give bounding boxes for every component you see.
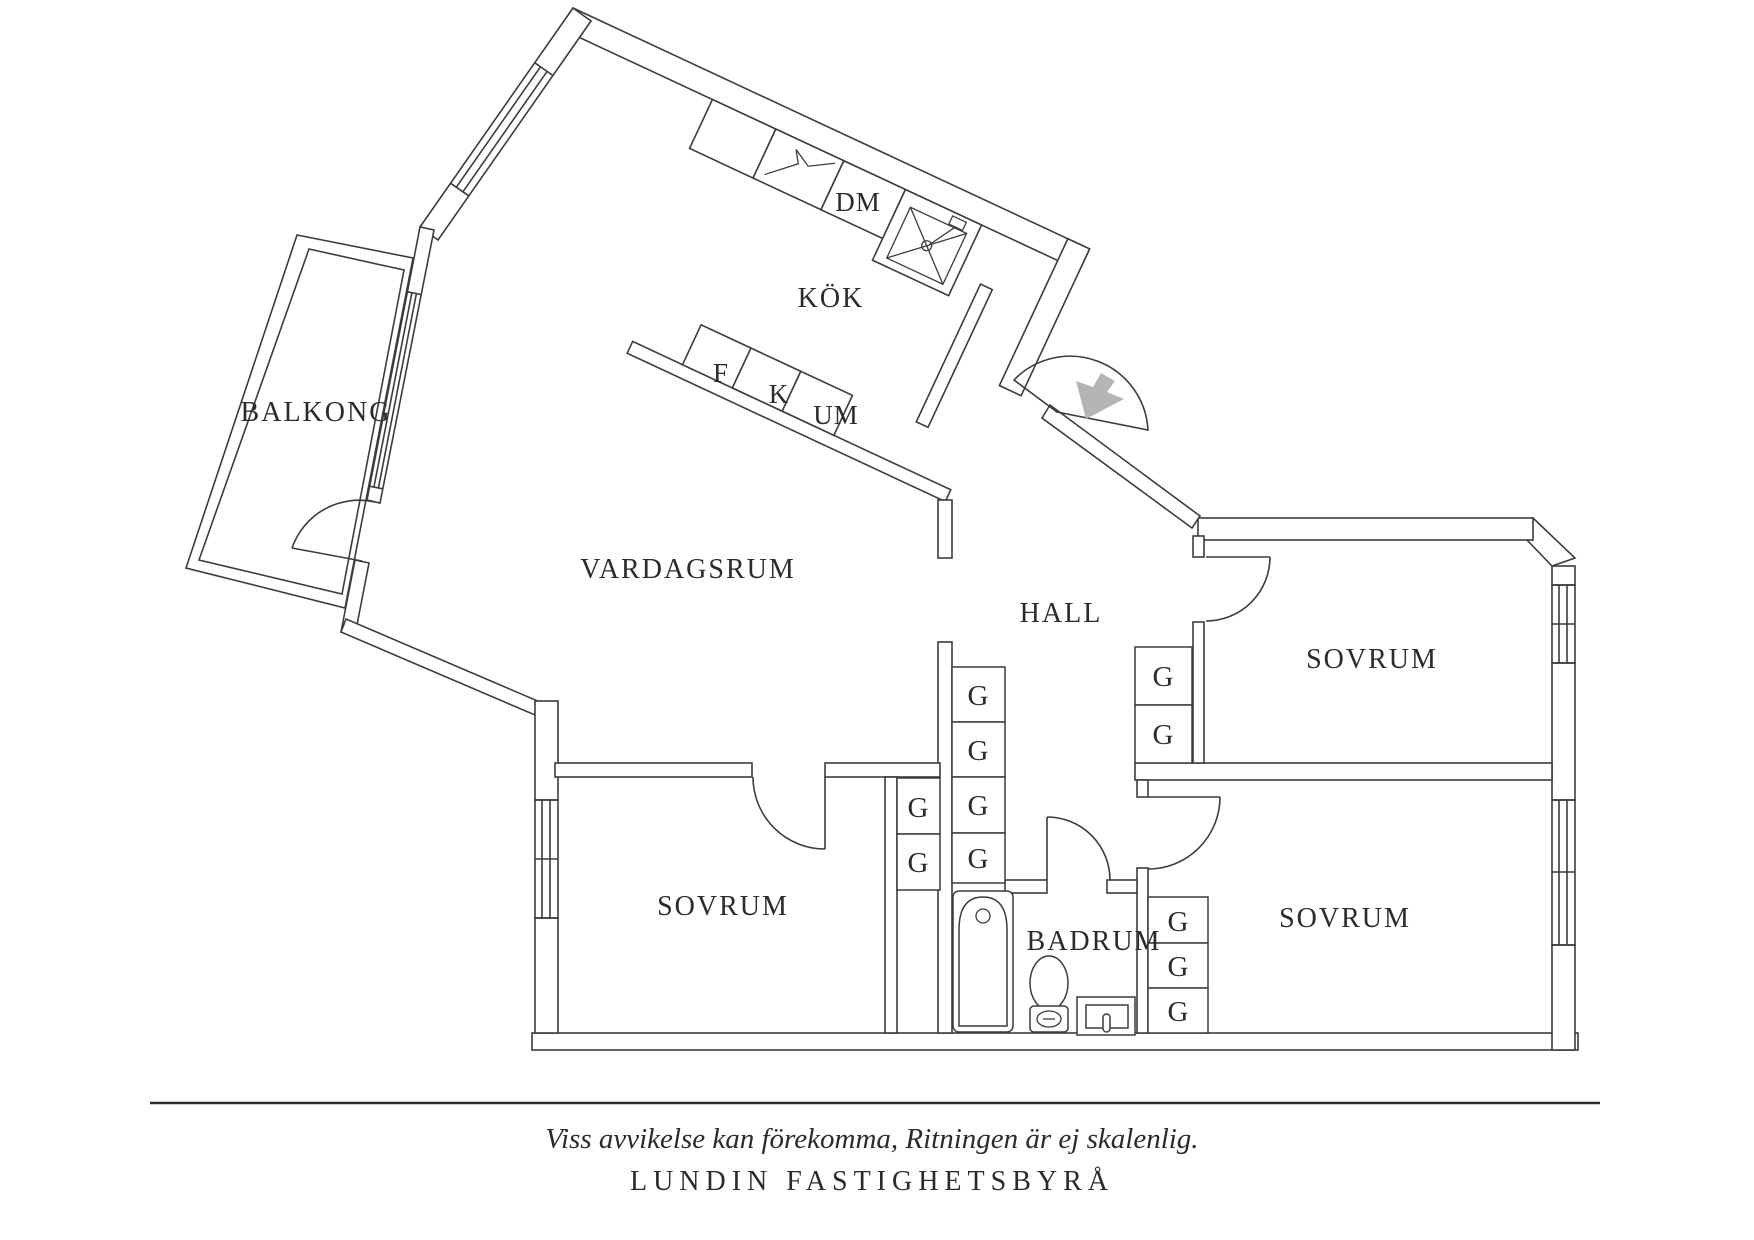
kitchen-west-wall: [418, 6, 593, 242]
brand-text: LUNDIN FASTIGHETSBYRÅ: [630, 1166, 1114, 1197]
kitchen-west-window: [450, 62, 554, 197]
east-outer-wall-c: [1551, 944, 1576, 1051]
bedroom-bottom-right-window: [1551, 799, 1576, 946]
bedroom-top-right-door: [1205, 556, 1271, 622]
central-wall-stub: [937, 499, 953, 559]
bedroom-left-north-wall-a: [554, 762, 753, 778]
south-outer-wall: [531, 1032, 1579, 1051]
balcony-door-arc: [291, 499, 376, 549]
balcony-door-leaf: [291, 547, 363, 562]
balcony-inner-rail: [197, 248, 405, 595]
wardrobe-label: G: [968, 735, 989, 767]
bedroom-top-right-west-wall-a: [1192, 535, 1205, 558]
stove-icon: [764, 149, 836, 176]
kitchen-east-outer-wall: [998, 237, 1091, 397]
bedroom-left-window: [534, 799, 559, 919]
bedrooms-divider-wall: [1134, 762, 1553, 781]
wardrobe-label: G: [968, 843, 989, 875]
room-label-bedroom-top-right: SOVRUM: [1306, 644, 1438, 675]
west-outer-wall-upper: [534, 700, 559, 801]
wardrobe-label: G: [908, 847, 929, 879]
kitchen-sink-icon: [885, 206, 968, 286]
kitchen-section: [561, 6, 1091, 503]
freezer-label: F: [713, 358, 729, 388]
microwave-label: UM: [813, 400, 859, 430]
northeast-chamfer-wall: [1526, 516, 1577, 567]
bedroom-left-door: [752, 776, 826, 850]
room-label-hall: HALL: [1020, 598, 1103, 629]
wardrobe-label: G: [968, 790, 989, 822]
wardrobes: [896, 646, 1209, 1034]
wardrobe-label: G: [968, 680, 989, 712]
bedroom-left-north-wall-b: [824, 762, 941, 778]
fridge-label: K: [769, 379, 790, 409]
bathroom-north-wall-b: [1106, 879, 1138, 894]
bathroom-north-wall-a: [1004, 879, 1048, 894]
wardrobe-label: G: [1153, 719, 1174, 751]
toilet-icon: [1029, 955, 1069, 1033]
kitchen-north-wall: [561, 6, 1091, 272]
room-label-bedroom-bottom-right: SOVRUM: [1279, 903, 1411, 934]
room-label-living-room: VARDAGSRUM: [580, 554, 796, 585]
bedroom-bottom-right-west-wall-a: [1136, 779, 1149, 798]
entry-door: [1012, 355, 1149, 431]
kitchen-east-inner-wall: [915, 283, 994, 429]
room-label-balcony: BALKONG: [241, 397, 392, 428]
wardrobe-label: G: [1168, 996, 1189, 1028]
bedroom-top-right-west-wall-b: [1192, 621, 1205, 764]
east-outer-wall-b: [1551, 662, 1576, 801]
living-room-window: [369, 291, 422, 490]
disclaimer-text: Viss avvikelse kan förekomma, Ritningen …: [545, 1123, 1198, 1155]
wardrobe-label: G: [1168, 951, 1189, 983]
wardrobe-label: G: [1153, 661, 1174, 693]
entry-door-arc: [1012, 355, 1149, 431]
faucet-icon: [948, 215, 968, 232]
wardrobe-label: G: [1168, 906, 1189, 938]
room-label-bedroom-left: SOVRUM: [657, 891, 789, 922]
dishwasher-label: DM: [835, 187, 881, 217]
microwave-box: [781, 370, 854, 437]
bathtub-icon: [952, 890, 1014, 1033]
bedroom-top-right-north-wall: [1197, 517, 1534, 541]
balcony-door: [291, 499, 376, 562]
bedroom-bottom-right-door: [1147, 796, 1221, 870]
bathroom-sink-icon: [1076, 996, 1136, 1036]
wardrobe-label: G: [908, 792, 929, 824]
entry-arrow-icon: [1076, 373, 1124, 419]
room-label-bathroom: BADRUM: [1027, 926, 1162, 957]
entry-wall: [1040, 403, 1202, 530]
room-label-kitchen: KÖK: [798, 283, 865, 314]
living-room-west-wall-upper: [366, 226, 435, 504]
east-outer-wall-a: [1551, 565, 1576, 586]
west-outer-wall-lower: [534, 917, 559, 1034]
bathroom-door: [1046, 816, 1111, 881]
bedroom-left-east-wall: [884, 776, 898, 1034]
living-room-southwest-wall: [339, 617, 542, 717]
bedroom-top-right-window: [1551, 584, 1576, 664]
